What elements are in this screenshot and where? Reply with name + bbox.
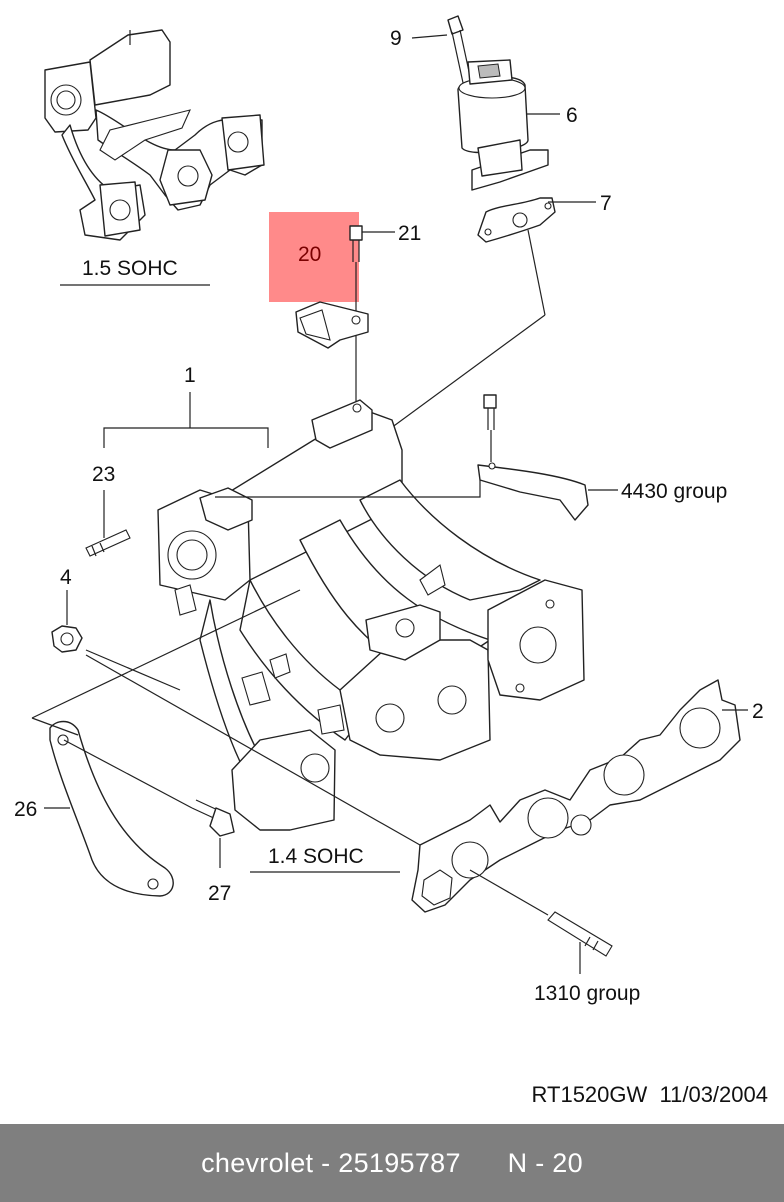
callout-21: 21	[398, 222, 421, 245]
footer-page: N - 20	[507, 1147, 583, 1178]
reference-line: RT1520GW 11/03/2004	[532, 1082, 768, 1108]
nut-4	[51, 625, 83, 653]
section-label-1-5-sohc: 1.5 SOHC	[82, 257, 178, 280]
egr-pipe-line	[527, 229, 546, 316]
bolt-21	[349, 225, 363, 262]
egr-pipe-line-2	[371, 314, 546, 443]
callout-4: 4	[60, 566, 72, 589]
footer-part-number: 25195787	[338, 1147, 461, 1178]
section-label-1-4-sohc: 1.4 SOHC	[268, 845, 364, 868]
bracket-1	[103, 427, 269, 448]
callout-27: 27	[208, 882, 231, 905]
callout-7: 7	[600, 192, 612, 215]
leader-26-diag	[31, 717, 79, 736]
footer-text: chevrolet - 25195787 N - 20	[201, 1147, 583, 1178]
callout-2: 2	[752, 700, 764, 723]
callout-23: 23	[92, 463, 115, 486]
callout-1310-group: 1310 group	[534, 982, 640, 1005]
callout-4430-group: 4430 group	[621, 480, 727, 503]
callout-26: 26	[14, 798, 37, 821]
stud-1310	[547, 911, 613, 957]
bracket-26	[49, 720, 174, 897]
leader-9	[411, 34, 448, 39]
intake-manifold	[157, 399, 585, 831]
reference-date: 11/03/2004	[659, 1082, 768, 1107]
footer-brand: chevrolet	[201, 1147, 314, 1178]
gasket-2	[411, 679, 741, 913]
callout-6: 6	[566, 104, 578, 127]
leader-26-long	[31, 589, 301, 719]
parts-diagram: 1.5 SOHC 20 1	[14, 15, 764, 1005]
leader-4430-from-manifold	[215, 480, 481, 498]
leader-1310-diag	[469, 869, 549, 916]
leader-2-diag	[85, 654, 421, 846]
leader-27-diag	[63, 739, 193, 809]
footer-bar: chevrolet - 25195787 N - 20	[0, 1124, 784, 1202]
bolt-27	[191, 799, 235, 837]
callout-1: 1	[184, 364, 196, 387]
callout-20: 20	[298, 243, 321, 266]
highlight-part-20	[269, 212, 359, 302]
egr-gasket	[477, 197, 556, 243]
inset-manifold-1-5	[44, 29, 265, 241]
egr-valve	[447, 15, 549, 191]
stud-23	[85, 529, 131, 557]
bracket-4430	[477, 394, 589, 521]
reference-code: RT1520GW	[531, 1082, 648, 1107]
callout-9: 9	[390, 27, 402, 50]
sensor-part-20	[295, 301, 369, 349]
